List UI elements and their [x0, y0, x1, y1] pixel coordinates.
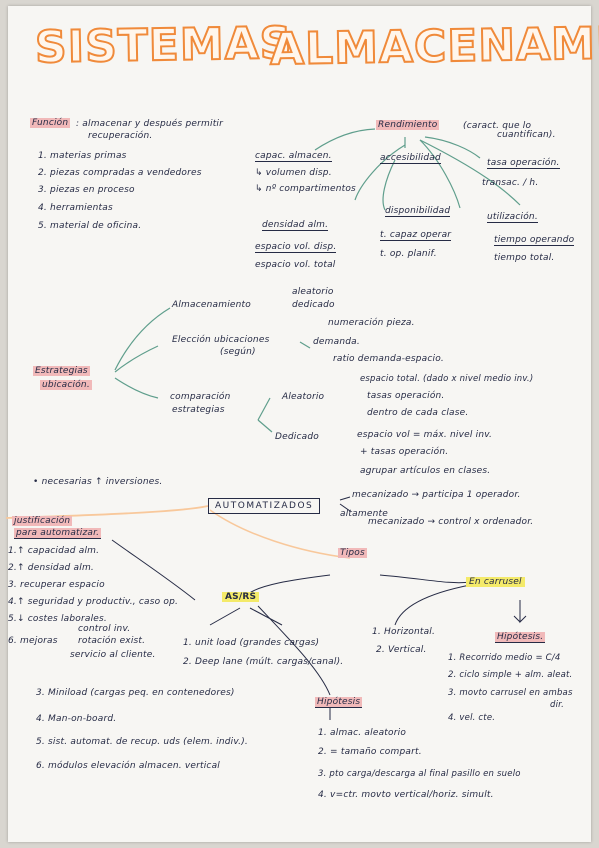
funcion-label: Función — [30, 118, 71, 128]
almacenamiento-dedicado: dedicado — [292, 300, 335, 310]
funcion-item-5: 5. material de oficina. — [38, 221, 142, 231]
asrs-item-1: 1. unit load (grandes cargas) — [183, 638, 320, 648]
funcion-item-1: 1. materias primas — [38, 151, 127, 161]
asrs-label: AS/RS — [222, 592, 260, 602]
comparacion-label-1: comparación — [170, 392, 231, 402]
dedicado-item-b: + tasas operación. — [360, 447, 449, 457]
mejoras-control-inv: control inv. — [78, 624, 131, 634]
asrs-item-6: 6. módulos elevación almacen. vertical — [36, 761, 220, 771]
disponibilidad-label: disponibilidad — [385, 206, 451, 217]
carrusel-hipotesis-3-cont: dir. — [550, 700, 564, 710]
carrusel-item-2: 2. Vertical. — [376, 645, 427, 655]
mecanizado-2b: mecanizado → control x ordenador. — [368, 517, 534, 527]
asrs-hipotesis-label: Hipótesis — [315, 697, 363, 708]
tasa-label: tasa operación. — [487, 158, 560, 169]
mejoras-rotacion: rotación exist. — [78, 636, 146, 646]
funcion-item-2: 2. piezas compradas a vendedores — [38, 168, 202, 178]
justificacion-label-1: justificación — [12, 516, 73, 526]
dedicado-item-a: espacio vol = máx. nivel inv. — [357, 430, 493, 440]
asrs-hipotesis-1: 1. almac. aleatorio — [318, 728, 407, 738]
justificacion-item-3: 3. recuperar espacio — [8, 580, 105, 590]
aleatorio-item-c: dentro de cada clase. — [367, 408, 469, 418]
estrategias-label-2: ubicación. — [40, 380, 92, 390]
capac-item-b: ↳ nº compartimentos — [255, 184, 356, 194]
capac-label: capac. almacen. — [255, 151, 332, 162]
page-title-word2: ALMACENAMIENTO — [269, 15, 599, 76]
capac-item-a: ↳ volumen disp. — [255, 168, 332, 178]
tipos-label: Tipos — [338, 548, 367, 558]
rendimiento-note-2: cuantifican). — [497, 130, 556, 140]
carrusel-hipotesis-3: 3. movto carrusel en ambas — [448, 688, 573, 698]
justificacion-item-4: 4.↑ seguridad y productiv., caso op. — [8, 597, 179, 607]
comparacion-dedicado: Dedicado — [275, 432, 319, 442]
disponibilidad-denominator: t. op. planif. — [380, 249, 437, 259]
asrs-item-4: 4. Man-on-board. — [36, 714, 117, 724]
justificacion-label-2: para automatizar. — [14, 528, 102, 539]
aleatorio-item-b: tasas operación. — [367, 391, 445, 401]
funcion-item-4: 4. herramientas — [38, 203, 113, 213]
mejoras-servicio: servicio al cliente. — [70, 650, 156, 660]
comparacion-aleatorio: Aleatorio — [282, 392, 325, 402]
tasa-item: transac. / h. — [482, 178, 539, 188]
carrusel-hipotesis-label: Hipótesis. — [495, 632, 546, 643]
dedicado-item-c: agrupar artículos en clases. — [360, 466, 491, 476]
rendimiento-note-1: (caract. que lo — [463, 121, 532, 131]
carrusel-item-1: 1. Horizontal. — [372, 627, 436, 637]
mecanizado-1: mecanizado → participa 1 operador. — [352, 490, 521, 500]
estrategias-label-1: Estrategias — [33, 366, 90, 376]
comparacion-label-2: estrategias — [172, 405, 225, 415]
necesarias-inversiones: • necesarias ↑ inversiones. — [33, 477, 163, 487]
densidad-denominator: espacio vol. total — [255, 260, 336, 270]
justificacion-item-2: 2.↑ densidad alm. — [8, 563, 94, 573]
almacenamiento-label: Almacenamiento — [172, 300, 251, 310]
carrusel-hipotesis-2: 2. ciclo simple + alm. aleat. — [448, 670, 573, 680]
densidad-numerator: espacio vol. disp. — [255, 242, 337, 253]
justificacion-item-1: 1.↑ capacidad alm. — [8, 546, 100, 556]
eleccion-label-1: Elección ubicaciones — [172, 335, 270, 345]
eleccion-item-a: numeración pieza. — [328, 318, 415, 328]
eleccion-label-2: (según) — [220, 347, 256, 357]
asrs-hipotesis-3: 3. pto carga/descarga al final pasillo e… — [318, 769, 521, 779]
page-title-word1: SISTEMAS — [34, 17, 294, 74]
justificacion-item-5: 5.↓ costes laborales. — [8, 614, 107, 624]
accesibilidad-label: accesibilidad — [380, 153, 441, 164]
automatizados-box: AUTOMATIZADOS — [208, 498, 321, 514]
funcion-text-1: : almacenar y después permitir — [76, 119, 224, 129]
carrusel-hipotesis-4: 4. vel. cte. — [448, 713, 496, 723]
utilizacion-numerator: tiempo operando — [494, 235, 575, 246]
disponibilidad-numerator: t. capaz operar — [380, 230, 452, 241]
justificacion-item-6: 6. mejoras — [8, 636, 58, 646]
utilizacion-denominator: tiempo total. — [494, 253, 555, 263]
carrusel-hipotesis-1: 1. Recorrido medio = C/4 — [448, 653, 561, 663]
asrs-item-3: 3. Miniload (cargas peq. en contenedores… — [36, 688, 235, 698]
utilizacion-label: utilización. — [487, 212, 538, 223]
asrs-hipotesis-4: 4. v=ctr. movto vertical/horiz. simult. — [318, 790, 494, 800]
aleatorio-item-a: espacio total. (dado x nivel medio inv.) — [360, 374, 534, 384]
densidad-label: densidad alm. — [262, 220, 329, 231]
mecanizado-2a: altamente — [340, 509, 388, 519]
rendimiento-label: Rendimiento — [376, 120, 440, 130]
eleccion-item-c: ratio demanda-espacio. — [333, 354, 444, 364]
eleccion-item-b: demanda. — [313, 337, 360, 347]
asrs-item-2: 2. Deep lane (múlt. cargas/canal). — [183, 657, 344, 667]
almacenamiento-aleatorio: aleatorio — [292, 287, 334, 297]
funcion-item-3: 3. piezas en proceso — [38, 185, 135, 195]
carrusel-label: En carrusel — [466, 577, 525, 587]
asrs-hipotesis-2: 2. = tamaño compart. — [318, 747, 422, 757]
funcion-text-2: recuperación. — [88, 131, 153, 141]
asrs-item-5: 5. sist. automat. de recup. uds (elem. i… — [36, 737, 248, 747]
